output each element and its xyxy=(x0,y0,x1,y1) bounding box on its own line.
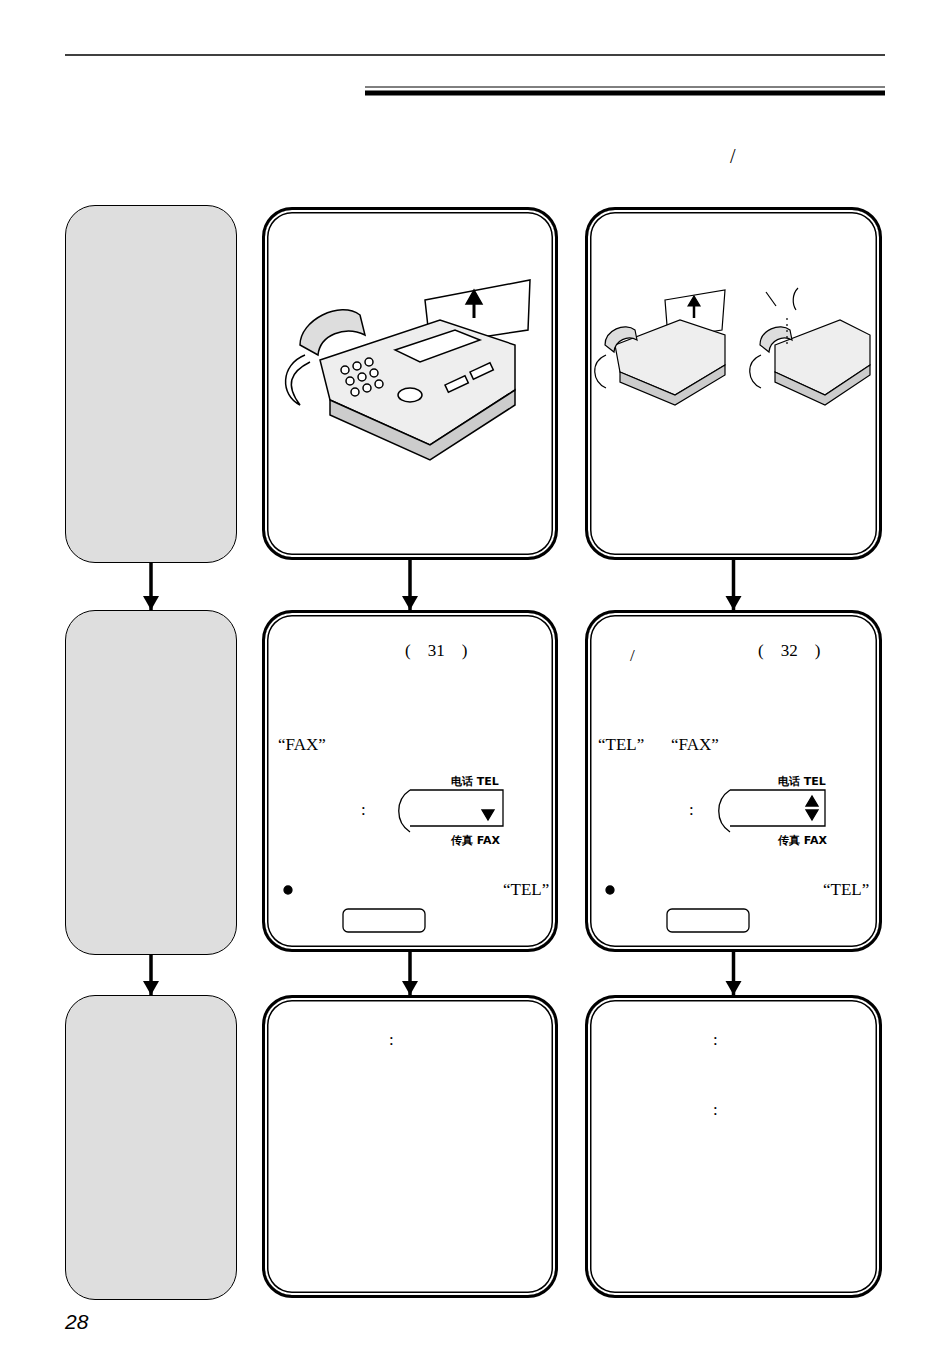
fax-illustration xyxy=(286,280,530,460)
flow-arrow xyxy=(732,952,736,995)
display-label: 传真 FAX xyxy=(451,835,500,847)
step-label-box xyxy=(65,995,237,1300)
step-label-box xyxy=(65,205,237,563)
header-text: / xyxy=(730,145,736,168)
step-text: / xyxy=(630,647,635,666)
step-text: “TEL” xyxy=(503,881,549,900)
step-text: “TEL” xyxy=(823,881,869,900)
flow-arrow xyxy=(408,560,412,610)
display-label: 电话 TEL xyxy=(778,776,826,788)
flow-arrow xyxy=(732,560,736,610)
step-text: : xyxy=(689,801,694,820)
flow-arrow xyxy=(149,563,153,610)
step-text: : xyxy=(389,1031,394,1050)
flow-arrow xyxy=(149,955,153,995)
step-text: ( 32 ) xyxy=(758,642,820,661)
step-label-box xyxy=(65,610,237,955)
step-text: “TEL” xyxy=(598,736,644,755)
step-text: : xyxy=(713,1031,718,1050)
fax-pair-illustration xyxy=(595,288,870,405)
display-label: 电话 TEL xyxy=(451,776,499,788)
step-text: : xyxy=(361,801,366,820)
step-box: ( 31 ) “FAX”: 电话 TEL 传真 FAX “TEL” xyxy=(262,610,558,952)
step-box xyxy=(585,207,882,560)
step-box xyxy=(262,207,558,560)
step-box: : xyxy=(262,995,558,1298)
step-box: :: xyxy=(585,995,882,1298)
step-text: ( 31 ) xyxy=(405,642,467,661)
page-number: 28 xyxy=(65,1310,88,1334)
flow-arrow xyxy=(408,952,412,995)
display-symbol xyxy=(399,790,825,832)
display-label: 传真 FAX xyxy=(778,835,827,847)
step-box: / ( 32 ) “TEL” “FAX”: 电话 TEL 传真 FAX “TEL” xyxy=(585,610,882,952)
step-text: “FAX” xyxy=(278,736,326,755)
step-text: “FAX” xyxy=(671,736,719,755)
step-text: : xyxy=(713,1101,718,1120)
